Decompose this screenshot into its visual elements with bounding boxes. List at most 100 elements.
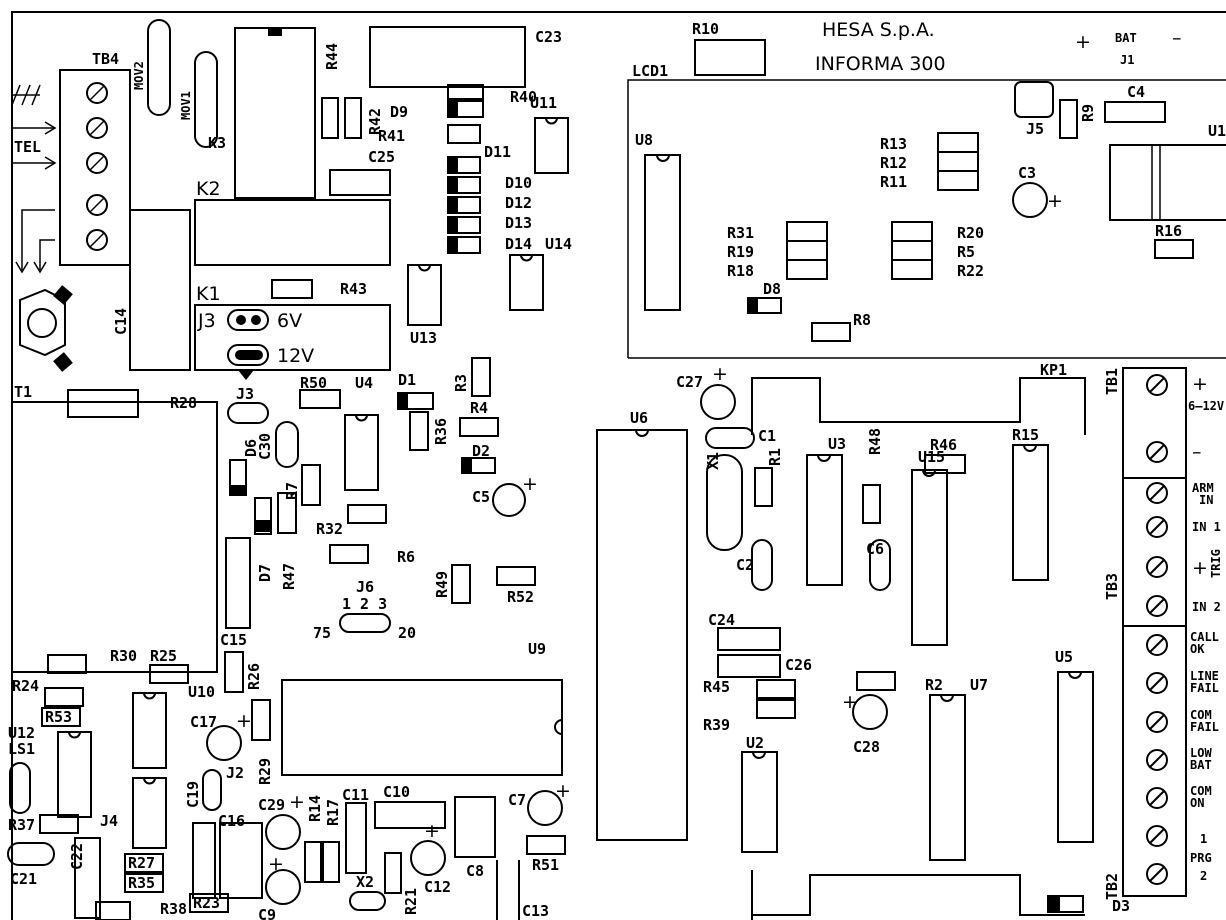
j6-left-label: 75 xyxy=(313,624,331,642)
kp1-label: KP1 xyxy=(1040,361,1067,379)
u13-label: U13 xyxy=(410,329,437,347)
r45-label: R45 xyxy=(703,678,730,696)
r1-resistor xyxy=(754,467,773,507)
prg-line2: PRG xyxy=(1190,851,1212,865)
j3-12v-label: 12V xyxy=(277,345,314,367)
tb3-label: TB3 xyxy=(1103,573,1121,600)
u10b-ic xyxy=(132,777,167,849)
c28-resistor xyxy=(856,671,896,691)
c15-capacitor xyxy=(225,537,251,629)
c12-label: C12 xyxy=(424,878,451,896)
c10-label: C10 xyxy=(383,783,410,801)
r40-label: R40 xyxy=(510,88,537,106)
c1-capacitor xyxy=(705,427,755,449)
tb3-terminal-block xyxy=(1122,477,1187,627)
r44-label: R44 xyxy=(323,43,341,70)
r35-resistor xyxy=(124,873,164,893)
c8-capacitor xyxy=(454,796,496,858)
r35-label: R35 xyxy=(128,874,155,892)
r3-resistor xyxy=(471,357,491,397)
arm-in-line1: ARM xyxy=(1192,481,1214,495)
r-small-a xyxy=(321,97,339,139)
d9-label: D9 xyxy=(390,103,408,121)
r46-resistor xyxy=(924,454,966,474)
r29-resistor xyxy=(251,699,271,741)
u12-label: U12 xyxy=(8,724,35,742)
j6-jumper xyxy=(339,613,391,633)
arm-in-line2: IN xyxy=(1199,493,1213,507)
tb2-terminal-block xyxy=(1122,625,1187,897)
r39-label: R39 xyxy=(703,716,730,734)
r1-label: R1 xyxy=(766,448,784,466)
r53-resistor xyxy=(41,707,81,727)
c28-label: C28 xyxy=(853,738,880,756)
tb1-label: TB1 xyxy=(1103,368,1121,395)
trig-plus: + xyxy=(1192,557,1208,579)
c12-capacitor xyxy=(410,840,446,876)
c4-label: C4 xyxy=(1127,83,1145,101)
r50-label: R50 xyxy=(300,374,327,392)
u2-label: U2 xyxy=(746,734,764,752)
j3-12v-jumper xyxy=(227,344,269,366)
mov2-label: MOV2 xyxy=(132,61,146,90)
r9-label: R9 xyxy=(1079,104,1097,122)
c5-label: C5 xyxy=(472,488,490,506)
u14-label: U14 xyxy=(545,235,572,253)
c29-label: C29 xyxy=(258,796,285,814)
r16-resistor xyxy=(1154,239,1194,259)
r32-label: R32 xyxy=(316,520,343,538)
c28-polarity: + xyxy=(842,691,858,713)
r43-label: R43 xyxy=(340,280,367,298)
r22-label: R22 xyxy=(957,262,984,280)
d6-label: D6 xyxy=(242,439,260,457)
low-bat-line1: LOW xyxy=(1190,746,1212,760)
c5-polarity: + xyxy=(522,473,538,495)
r28-resistor xyxy=(67,389,139,418)
r43-resistor xyxy=(271,279,313,299)
r10-component xyxy=(694,39,766,76)
u15-label: U15 xyxy=(918,448,945,466)
r12-label: R12 xyxy=(880,154,907,172)
c9-label: C9 xyxy=(258,906,276,920)
r4-label: R4 xyxy=(470,399,488,417)
kp1-outline xyxy=(751,377,1086,435)
r7-label: R7 xyxy=(283,482,301,500)
c17-polarity: + xyxy=(236,710,252,732)
bat-label: BAT xyxy=(1115,31,1137,45)
c3-capacitor xyxy=(1012,182,1048,218)
r13-label: R13 xyxy=(880,135,907,153)
r30-resistor xyxy=(47,654,87,674)
c9-capacitor xyxy=(265,869,301,905)
r6-label: R6 xyxy=(397,548,415,566)
u8-ic xyxy=(644,154,681,311)
c19-capacitor xyxy=(192,822,216,899)
r2-label: R2 xyxy=(925,676,943,694)
in1-label: IN 1 xyxy=(1192,520,1221,534)
diode-stack xyxy=(447,156,481,254)
r14-label: R14 xyxy=(306,795,324,822)
d10-label: D10 xyxy=(505,174,532,192)
c25-component xyxy=(329,169,391,196)
t1-transformer xyxy=(11,401,218,673)
u1-label: U1 xyxy=(1208,122,1226,140)
u2-ic xyxy=(741,751,778,853)
r25-label: R25 xyxy=(150,647,177,665)
r9-resistor xyxy=(1059,99,1078,139)
mov2-component xyxy=(147,19,171,116)
r19-label: R19 xyxy=(727,243,754,261)
u7-ic xyxy=(929,694,966,861)
u4-ic xyxy=(344,414,379,491)
call-ok-line2: OK xyxy=(1190,642,1205,656)
r18-label: R18 xyxy=(727,262,754,280)
r17-label: R17 xyxy=(324,799,342,826)
u10-label: U10 xyxy=(188,683,215,701)
u14-ic xyxy=(509,254,544,311)
j3-connector xyxy=(227,402,269,424)
r42-label: R42 xyxy=(366,108,384,135)
k1-label: K1 xyxy=(196,283,221,305)
r8-resistor xyxy=(811,322,851,342)
c1-label: C1 xyxy=(758,427,776,445)
u6-label: U6 xyxy=(630,409,648,427)
tb1-volt: 6–12V xyxy=(1188,399,1224,413)
r-small-b xyxy=(344,97,362,139)
